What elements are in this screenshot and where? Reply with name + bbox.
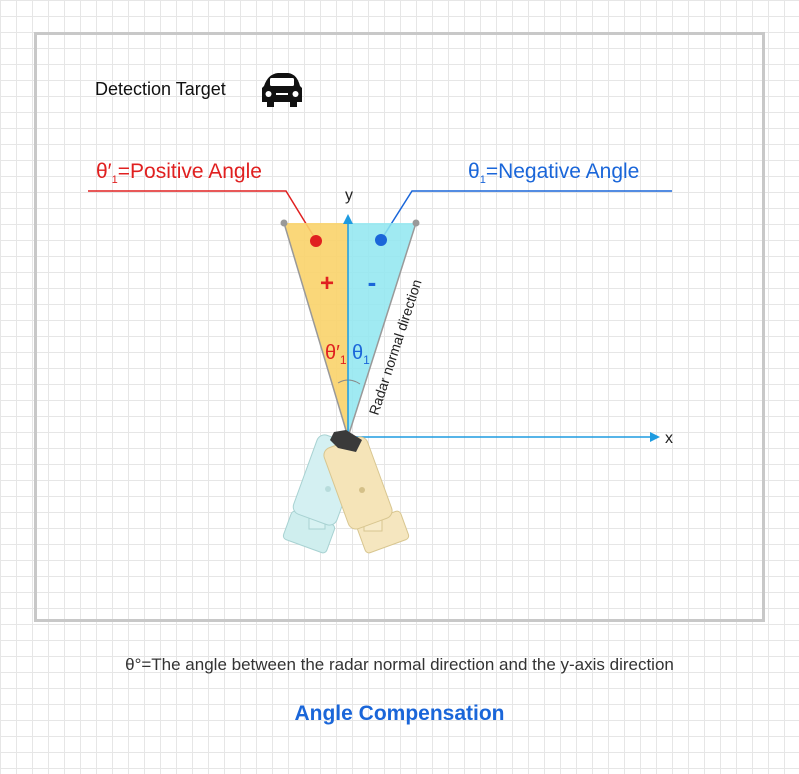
negative-angle-arc [347,379,361,385]
negative-sign: - [368,267,377,297]
left-boundary-ray [283,222,349,438]
negative-angle-subscript: 1 [479,174,486,187]
positive-angle-marker-symbol: θ′ [325,342,340,364]
negative-angle-text: =Negative Angle [485,160,640,183]
footnote: θ°=The angle between the radar normal di… [125,655,674,674]
negative-leader-line [380,190,672,241]
x-axis-label: x [665,430,673,447]
figure-title: Angle Compensation [294,702,505,725]
positive-leader-line [88,190,317,241]
positive-angle-label: θ′1=Positive Angle [96,160,262,186]
diagram-frame [34,32,765,622]
positive-angle-subscript: 1 [111,174,118,187]
negative-angle-symbol: θ [468,160,480,183]
negative-angle-label: θ1=Negative Angle [468,160,639,186]
negative-target-point [375,234,387,246]
negative-angle-marker-sub: 1 [363,353,370,367]
detection-target-label: Detection Target [95,79,226,99]
radar-normal-ray [347,222,417,438]
left-ray-endpoint [280,219,288,227]
positive-sign: + [320,270,334,297]
positive-angle-symbol: θ′ [96,160,112,183]
radar-camera-yellow [323,436,410,554]
car-icon [262,73,302,107]
positive-angle-arc [337,379,349,384]
positive-target-point [310,235,322,247]
radar-camera-tip [330,430,362,452]
negative-angle-marker: θ1 [352,342,370,367]
negative-angle-marker-symbol: θ [352,342,363,364]
y-axis-label: y [345,187,353,204]
positive-angle-marker: θ′1 [325,342,347,367]
positive-angle-marker-sub: 1 [340,353,347,367]
positive-angle-text: =Positive Angle [117,160,262,183]
right-ray-endpoint [412,219,420,227]
